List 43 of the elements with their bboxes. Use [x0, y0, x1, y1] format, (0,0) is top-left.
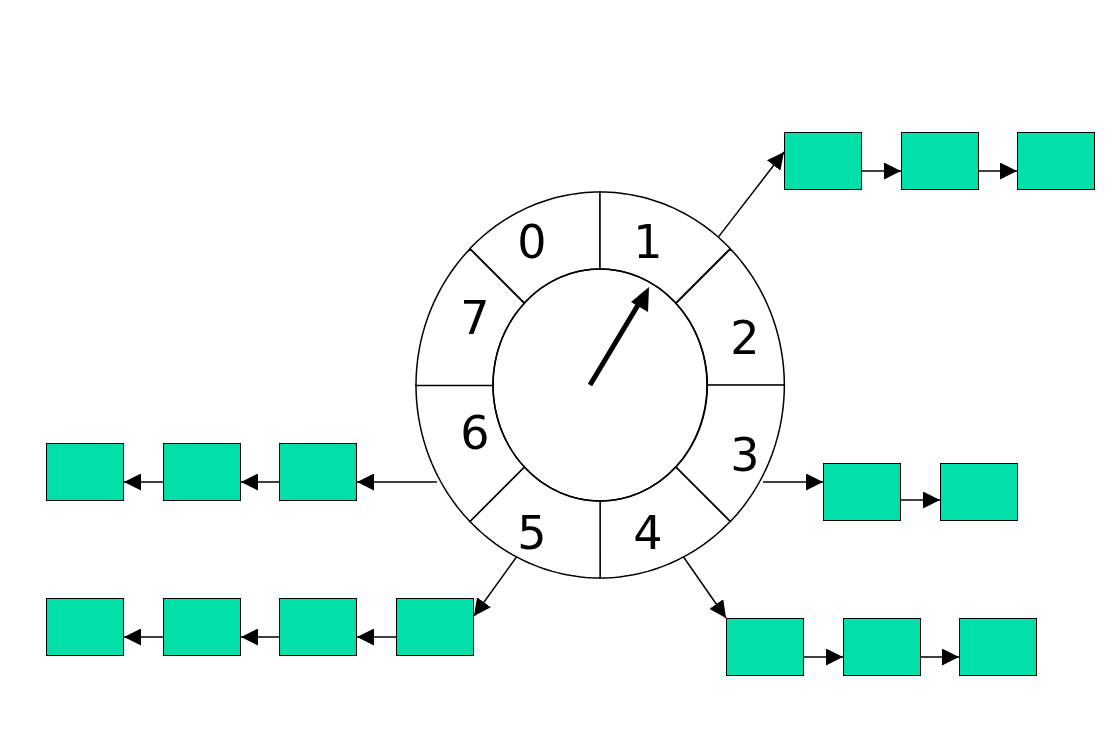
- arrow: [123, 473, 164, 491]
- list-node-box: [163, 443, 241, 501]
- arrow: [356, 628, 397, 646]
- arrow: [356, 473, 438, 491]
- wheel-slot: [600, 192, 731, 303]
- arrow: [240, 473, 280, 491]
- arrow: [240, 628, 280, 646]
- arrow: [803, 648, 844, 666]
- wheel-slot: [675, 385, 784, 522]
- slot-number: 1: [633, 219, 663, 265]
- arrow: [978, 162, 1018, 180]
- slot-number: 2: [730, 315, 760, 361]
- list-node-box: [1017, 132, 1095, 190]
- list-node-box: [279, 598, 357, 656]
- slot-number: 5: [517, 510, 547, 556]
- slot-number: 3: [730, 432, 760, 478]
- slot-number: 6: [460, 410, 490, 456]
- arrow: [473, 556, 518, 617]
- arrow: [682, 556, 727, 619]
- arrow: [920, 648, 960, 666]
- list-node-box: [940, 463, 1018, 521]
- wheel-slot: [675, 248, 784, 385]
- list-node-box: [279, 443, 357, 501]
- list-node-box: [163, 598, 241, 656]
- list-node-box: [46, 443, 124, 501]
- list-node-box: [843, 618, 921, 676]
- list-node-box: [784, 132, 862, 190]
- slot-number: 4: [633, 510, 663, 556]
- wheel-slot: [600, 467, 731, 578]
- slot-number: 0: [517, 219, 547, 265]
- arrow: [900, 491, 941, 509]
- list-node-box: [901, 132, 979, 190]
- list-node-box: [959, 618, 1037, 676]
- list-node-box: [726, 618, 804, 676]
- list-node-box: [46, 598, 124, 656]
- arrow: [861, 162, 902, 180]
- wheel-slot: [469, 467, 600, 578]
- slot-number: 7: [460, 295, 490, 341]
- list-node-box: [396, 598, 474, 656]
- arrow: [123, 628, 164, 646]
- arrow: [762, 473, 824, 491]
- list-node-box: [823, 463, 901, 521]
- arrow: [717, 151, 785, 238]
